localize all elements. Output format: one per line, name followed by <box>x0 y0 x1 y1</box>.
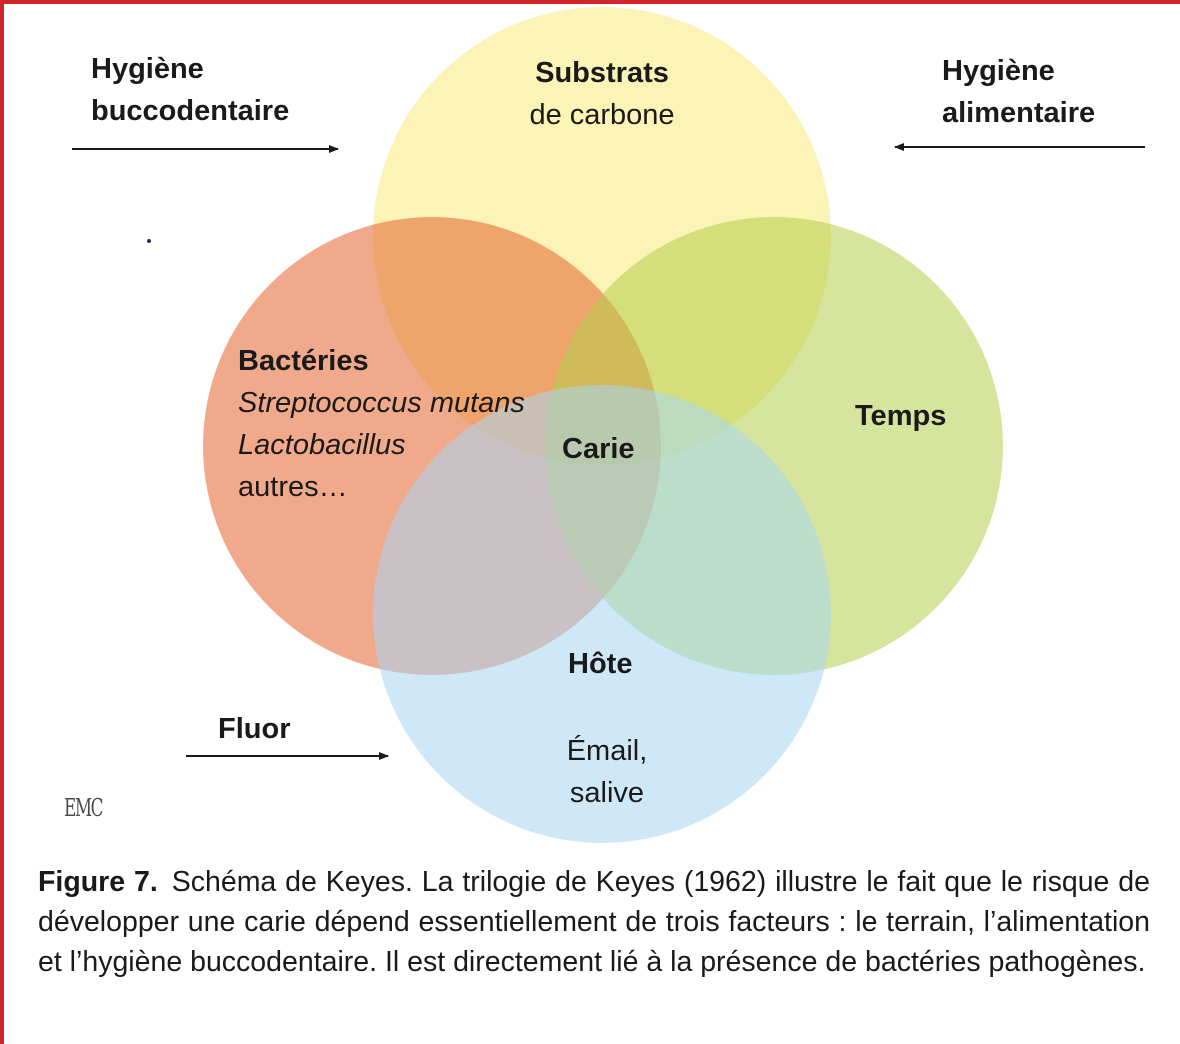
figure-caption: Figure 7.Schéma de Keyes. La trilogie de… <box>38 862 1150 982</box>
label-bacteries: Bactéries Streptococcus mutans Lactobaci… <box>238 340 525 508</box>
bacteries-item: Streptococcus mutans <box>238 387 525 419</box>
label-hote-detail: Émail, salive <box>566 735 648 809</box>
bacteries-item: autres… <box>238 471 348 503</box>
bacteries-title: Bactéries <box>238 345 369 377</box>
emc-logo: EMC <box>64 794 104 822</box>
label-carie: Carie <box>562 433 635 465</box>
label-substrats: Substrats de carbone <box>529 57 675 131</box>
label-fluor: Fluor <box>218 713 291 745</box>
label-hote: Hôte <box>568 648 633 680</box>
label-hygiene-alimentaire: Hygiène alimentaire <box>942 55 1096 129</box>
caption-text: Schéma de Keyes. La trilogie de Keyes (1… <box>38 866 1150 978</box>
bacteries-item: Lactobacillus <box>238 429 406 461</box>
label-hygiene-buccodentaire: Hygiène buccodentaire <box>91 53 290 127</box>
circle-hote <box>373 385 831 843</box>
stray-dot <box>147 239 151 243</box>
figure-label: Figure 7. <box>38 866 158 898</box>
keyes-venn-diagram <box>72 7 1145 843</box>
label-temps: Temps <box>855 400 947 432</box>
